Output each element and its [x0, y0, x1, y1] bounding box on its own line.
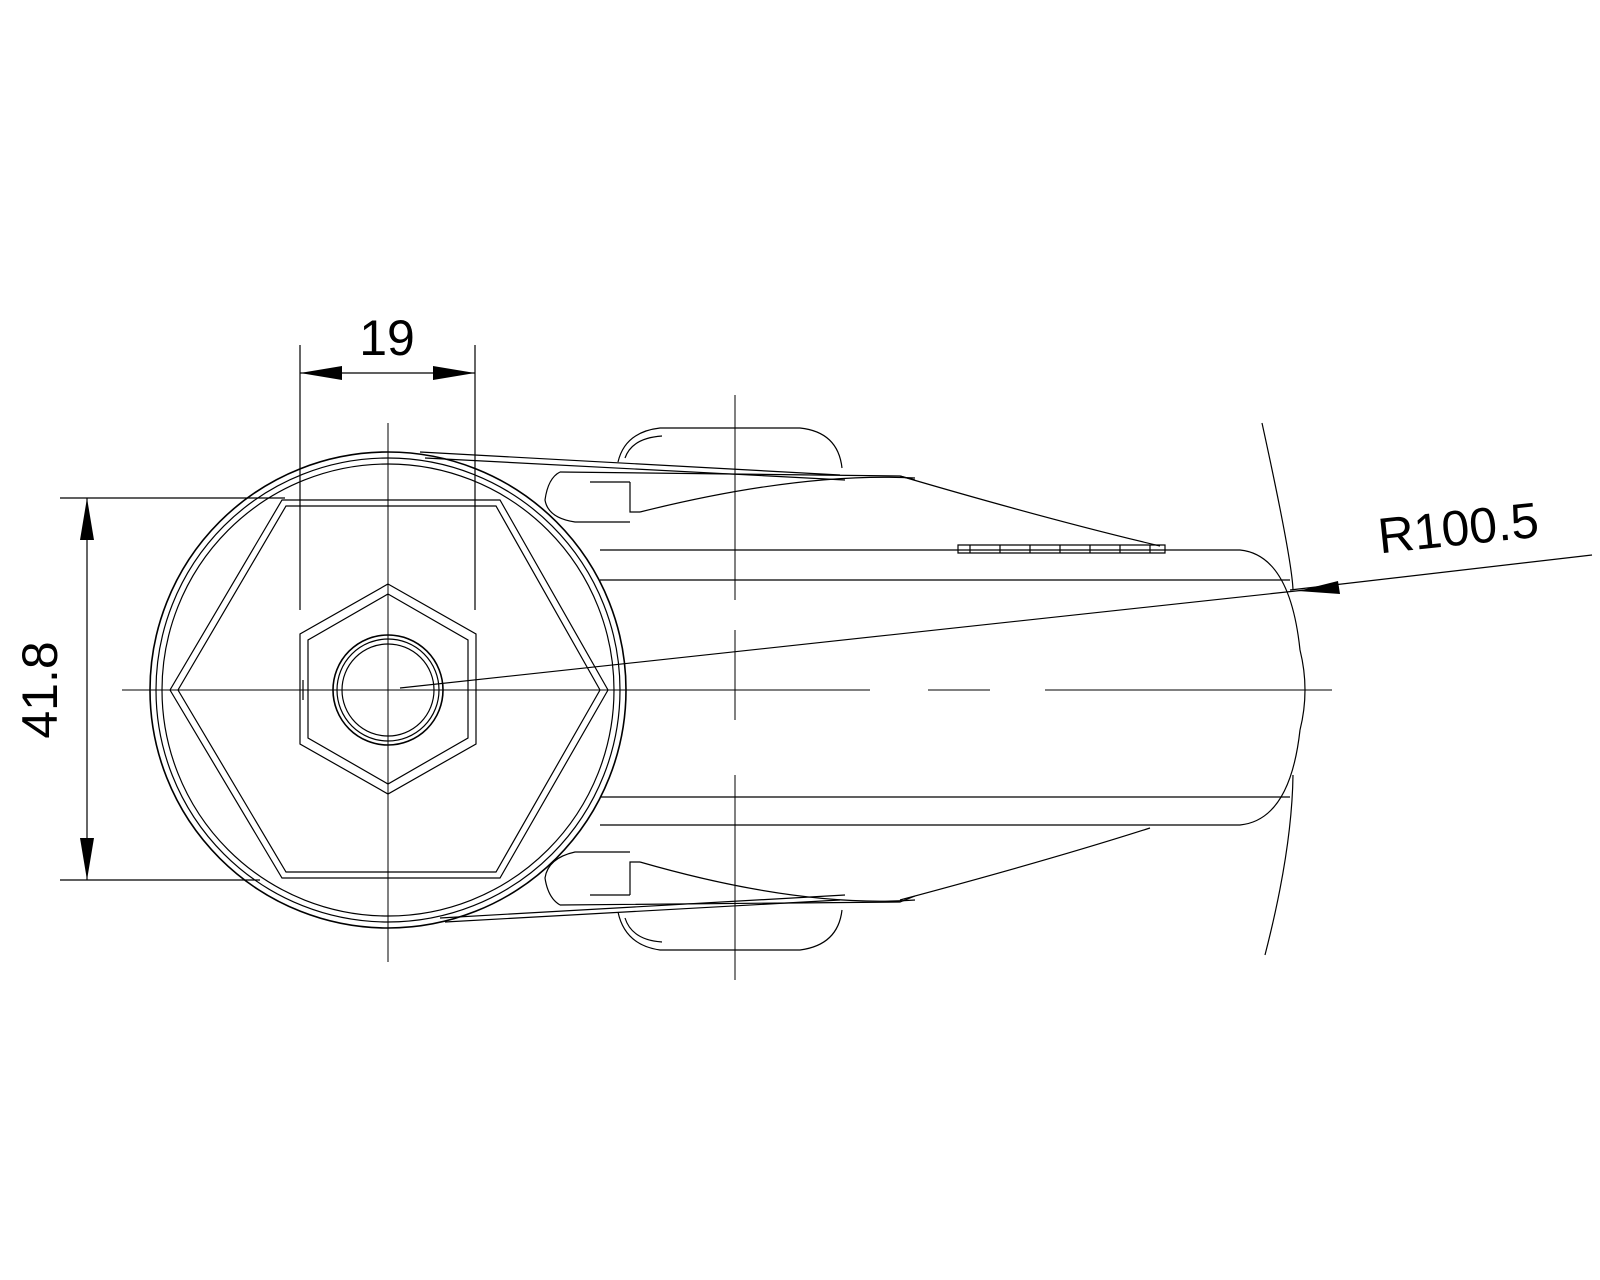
bore-circle — [332, 634, 444, 746]
top-lug — [617, 427, 843, 469]
lever-body-top — [419, 451, 1301, 651]
lever-body-bottom — [439, 649, 1306, 923]
round-head — [149, 451, 627, 929]
height-dimension-label: 41.8 — [12, 641, 68, 738]
radius-arc — [1261, 422, 1294, 956]
dimension-width — [299, 345, 476, 610]
dimension-height — [60, 497, 285, 881]
width-dimension-label: 19 — [359, 310, 415, 366]
dimension-radius — [399, 554, 1593, 689]
nut-hexagon — [299, 583, 477, 795]
large-hexagon — [169, 499, 609, 879]
bottom-lug — [617, 909, 843, 951]
radius-dimension-label: R100.5 — [1375, 492, 1541, 565]
